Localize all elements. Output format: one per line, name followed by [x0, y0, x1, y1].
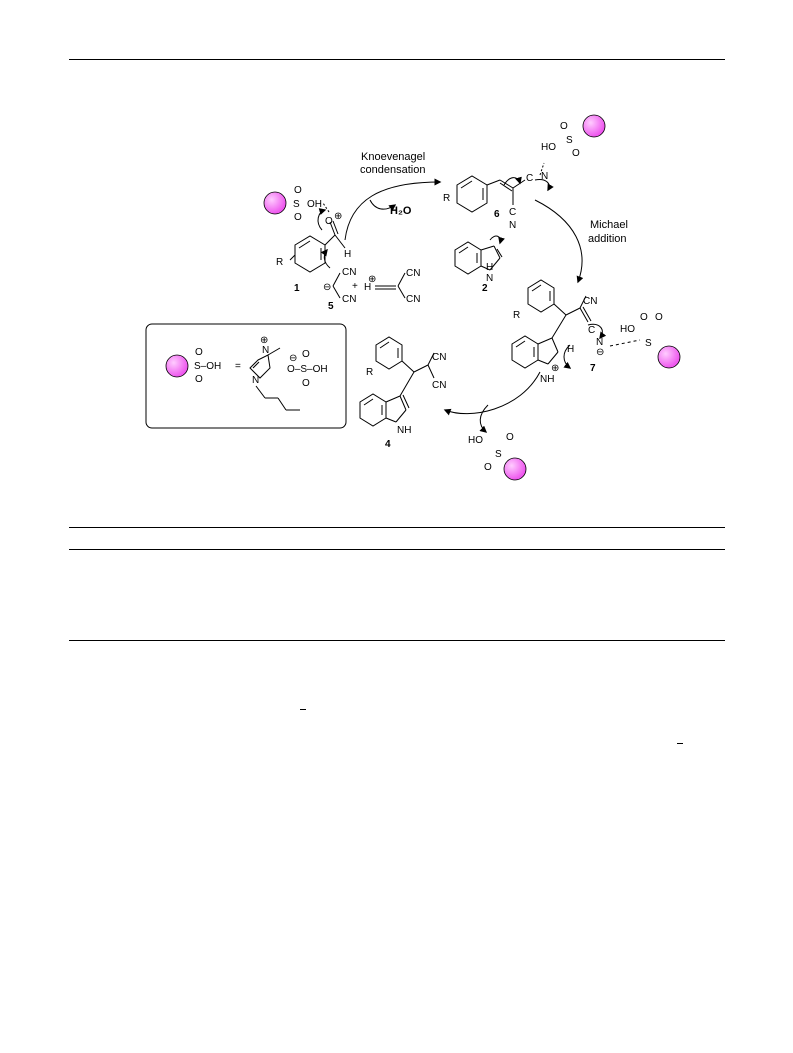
compound-number-5: 5 [328, 301, 334, 312]
svg-text:⊖: ⊖ [323, 282, 331, 293]
compound-number-6: 6 [494, 209, 500, 220]
svg-text:CN: CN [406, 294, 420, 305]
compound-2-labels: N H 2 [482, 262, 493, 294]
svg-text:⊕: ⊕ [551, 363, 559, 374]
svg-text:H: H [486, 262, 493, 273]
svg-text:S: S [566, 135, 573, 146]
svg-text:NH: NH [397, 425, 411, 436]
compound-number-4: 4 [385, 439, 391, 450]
svg-text:S: S [645, 338, 652, 349]
svg-text:CN: CN [342, 294, 356, 305]
svg-text:HO: HO [468, 435, 483, 446]
top-rule [69, 59, 725, 60]
svg-text:N: N [541, 171, 548, 182]
svg-text:S: S [495, 449, 502, 460]
knoevenagel-label-line2: condensation [360, 164, 425, 176]
svg-text:O–S–OH: O–S–OH [287, 364, 328, 375]
table-rule-2 [69, 549, 725, 550]
svg-text:⊖: ⊖ [596, 347, 604, 358]
michael-label-line1: Michael [590, 219, 628, 231]
svg-text:H: H [344, 249, 351, 260]
svg-text:O: O [506, 432, 514, 443]
svg-text:CN: CN [406, 268, 420, 279]
svg-text:HO: HO [620, 324, 635, 335]
cycle-arrows [344, 178, 584, 433]
svg-text:O: O [302, 349, 310, 360]
catalyst-definition-labels: S–OH O O = N ⊕ N ⊖ O–S–OH O O [194, 335, 328, 389]
reaction-mechanism-scheme: Knoevenagel condensation Michael additio… [145, 114, 681, 481]
catalyst-sphere-regenerated [503, 457, 527, 481]
michael-label-line2: addition [588, 233, 627, 245]
svg-text:O: O [572, 148, 580, 159]
catalyst-sphere-7 [657, 345, 681, 369]
compound-4-labels: R CN CN NH 4 [366, 352, 446, 450]
svg-text:O: O [484, 462, 492, 473]
svg-text:O: O [302, 378, 310, 389]
svg-text:+: + [352, 281, 358, 292]
svg-text:NH: NH [540, 374, 554, 385]
svg-text:=: = [235, 361, 241, 372]
svg-text:C: C [588, 325, 595, 336]
svg-text:H: H [567, 344, 574, 355]
water-label: H₂O [390, 205, 412, 217]
svg-text:O: O [655, 312, 663, 323]
svg-text:N: N [486, 273, 493, 284]
svg-text:N: N [252, 375, 259, 386]
catalyst-definition-box [145, 323, 347, 429]
svg-text:CN: CN [432, 380, 446, 391]
svg-text:HO: HO [541, 142, 556, 153]
svg-text:⊕: ⊕ [368, 274, 376, 285]
svg-text:S–OH: S–OH [194, 361, 221, 372]
compound-6 [456, 162, 554, 213]
svg-text:H: H [364, 282, 371, 293]
compound-7 [511, 279, 641, 369]
svg-text:O: O [640, 312, 648, 323]
stray-dash-2 [677, 743, 683, 744]
table-rule-1 [69, 527, 725, 528]
svg-text:R: R [276, 257, 283, 268]
svg-text:⊕: ⊕ [334, 211, 342, 222]
svg-text:R: R [443, 193, 450, 204]
svg-text:R: R [366, 367, 373, 378]
compound-6-labels: HO S O O C N C N R 6 [443, 121, 580, 231]
svg-text:⊕: ⊕ [260, 335, 268, 346]
svg-text:OH: OH [307, 199, 322, 210]
svg-text:O: O [560, 121, 568, 132]
catalyst-sphere-1 [263, 191, 287, 215]
table-rule-3 [69, 640, 725, 641]
svg-text:N: N [262, 345, 269, 356]
knoevenagel-label-line1: Knoevenagel [361, 151, 425, 163]
svg-text:O: O [195, 347, 203, 358]
svg-text:O: O [294, 185, 302, 196]
regenerated-catalyst-labels: HO S O O [468, 432, 514, 473]
svg-text:N: N [509, 220, 516, 231]
compound-4 [359, 336, 435, 427]
catalyst-sphere-legend [165, 354, 189, 378]
compound-number-1: 1 [294, 283, 300, 294]
svg-text:N: N [596, 337, 603, 348]
compound-7-labels: R CN C N ⊖ H NH ⊕ HO S O O 7 [513, 296, 663, 385]
svg-text:C: C [509, 207, 516, 218]
compound-2 [454, 235, 505, 275]
svg-text:CN: CN [342, 267, 356, 278]
svg-text:O: O [325, 216, 333, 227]
svg-text:O: O [294, 212, 302, 223]
compound-1 [289, 202, 346, 273]
compound-5: ⊖ CN CN 5 + H ⊕ CN CN [323, 267, 420, 312]
svg-text:CN: CN [432, 352, 446, 363]
imidazolium-ring [249, 347, 300, 411]
svg-text:⊖: ⊖ [289, 353, 297, 364]
svg-text:R: R [513, 310, 520, 321]
svg-text:CN: CN [583, 296, 597, 307]
compound-number-7: 7 [590, 363, 596, 374]
compound-1-labels: S OH O O O ⊕ H R 1 [276, 185, 351, 294]
stray-dash-1 [300, 709, 306, 710]
compound-number-2: 2 [482, 283, 488, 294]
step-labels: Knoevenagel condensation Michael additio… [360, 151, 628, 245]
catalyst-sphere-6 [582, 114, 606, 138]
svg-text:S: S [293, 199, 300, 210]
svg-text:C: C [526, 173, 533, 184]
svg-text:O: O [195, 374, 203, 385]
